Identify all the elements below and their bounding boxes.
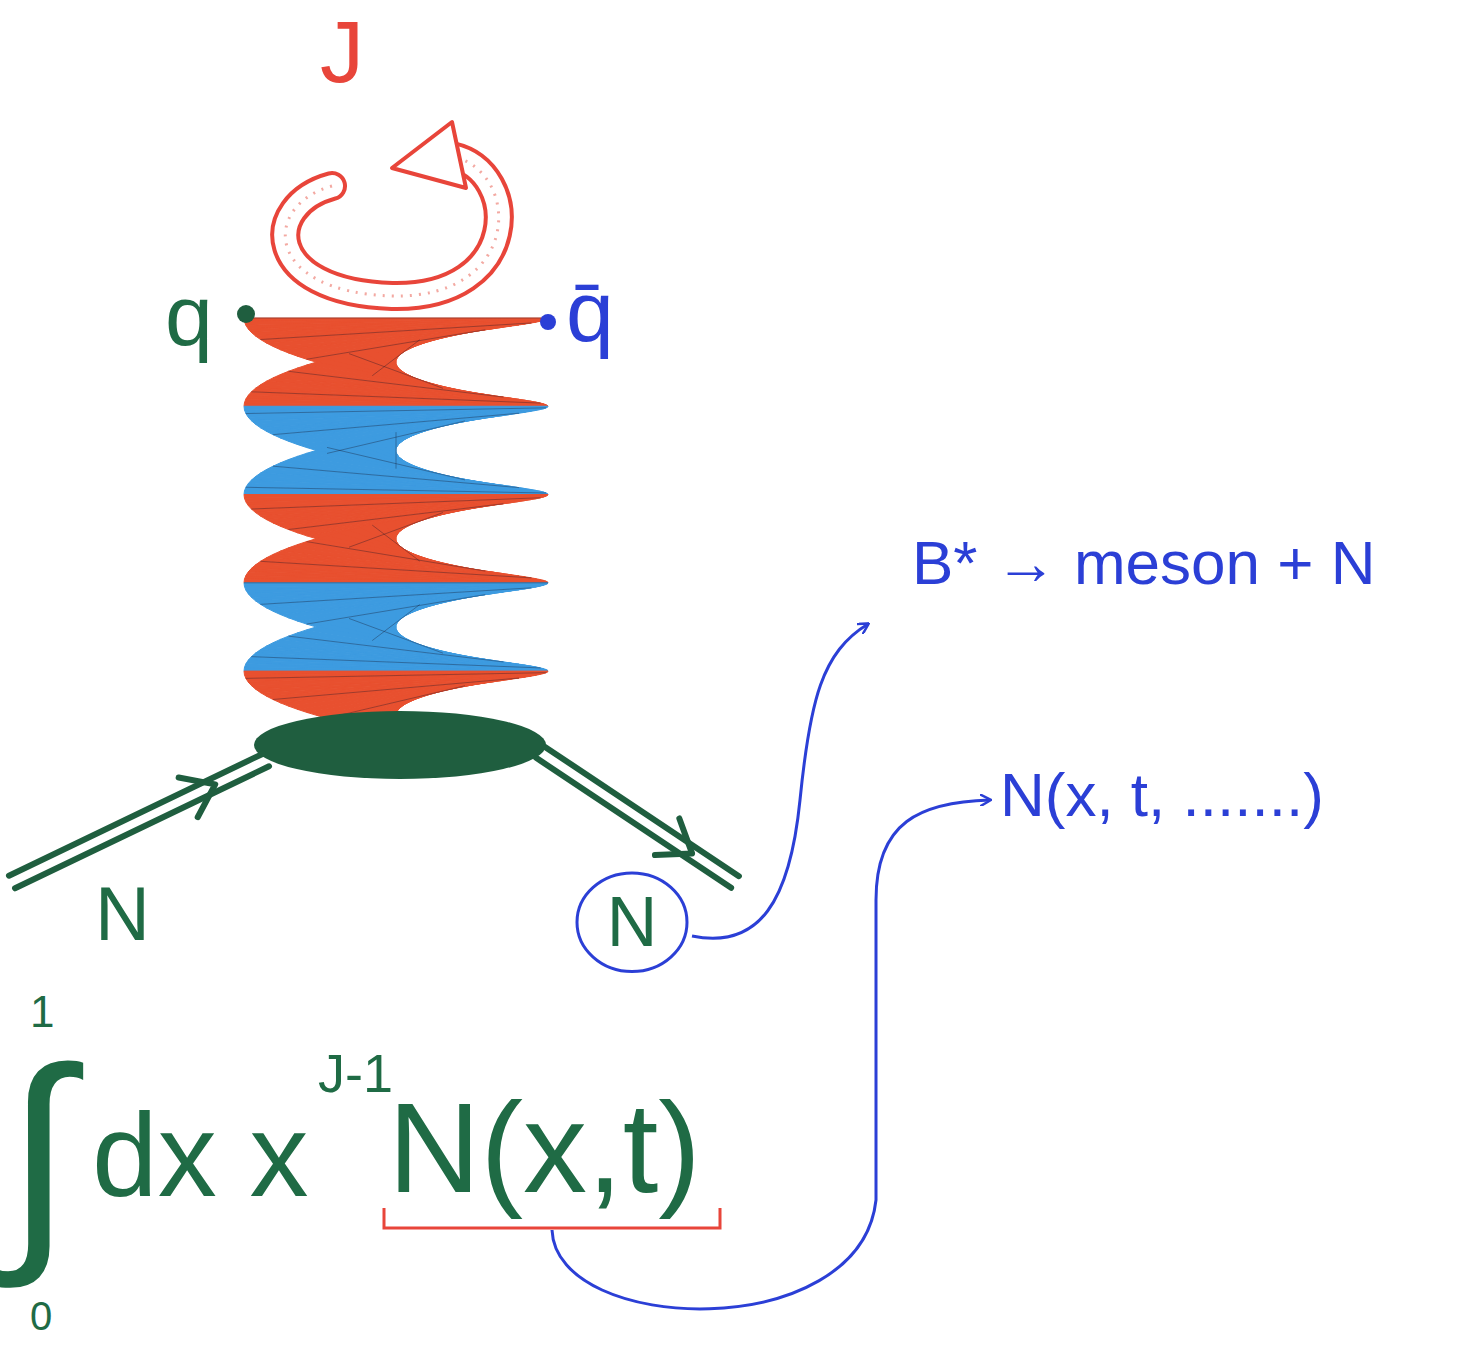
pointer-arrow — [552, 800, 990, 1309]
helix-grid-line — [372, 605, 420, 641]
helix-grid-line — [251, 392, 540, 403]
helix-grid-line — [289, 504, 504, 530]
antiquark-label: q̄ — [566, 268, 614, 354]
helix-grid-line — [372, 340, 420, 376]
pointer-arrow — [692, 624, 868, 938]
helix-grid-line — [246, 408, 546, 414]
helix-grid-line — [273, 413, 519, 434]
helix-grid-line — [261, 588, 532, 605]
integral-upper-limit: 1 — [30, 990, 54, 1034]
nucleon-line — [9, 754, 263, 876]
node-ellipse — [577, 873, 687, 972]
integral-sign: ∫ — [6, 1034, 72, 1274]
helix-ribbon — [244, 579, 548, 583]
formula-text: dx x — [92, 1096, 308, 1214]
helix-grid-line — [244, 582, 548, 583]
nucleon-label: N — [95, 876, 150, 952]
helix-grid-line — [246, 673, 546, 679]
rotation-arrow-fill — [285, 156, 498, 296]
circled-nucleon: N — [574, 870, 690, 975]
nucleon-line — [536, 758, 731, 888]
helix-grid-line — [244, 318, 548, 319]
helix-ribbon — [244, 667, 548, 671]
helix-grid-line — [307, 542, 486, 572]
nucleon-arrowhead — [179, 778, 216, 818]
rotation-arrow-outline — [285, 156, 498, 296]
vertex-blob — [254, 711, 546, 779]
helix-grid-line — [327, 447, 465, 480]
helix-ribbon — [244, 403, 548, 407]
helix-ribbon — [244, 491, 548, 495]
helix-grid-line — [251, 498, 540, 509]
helix-grid-line — [349, 354, 443, 389]
formula-exponent: J-1 — [318, 1046, 393, 1100]
rotation-arrowhead — [392, 122, 466, 188]
quark-label: q — [165, 272, 213, 358]
nucleon-arrowhead — [655, 818, 692, 855]
node-label: N — [607, 887, 658, 957]
spin-label: J — [320, 8, 364, 96]
helix-ribbon — [244, 399, 547, 405]
helix-grid-line — [349, 513, 443, 548]
helix-grid-line — [289, 636, 504, 662]
nucleon-lines — [9, 746, 739, 888]
helix-grid-line — [289, 371, 504, 397]
antiquark-dot — [540, 314, 556, 330]
helix-ribbon — [244, 664, 547, 670]
helix-grid-line — [307, 330, 486, 360]
decay-note: B* → meson + N — [912, 532, 1375, 594]
rotation-arrow-dots — [285, 156, 498, 296]
helix-grid-line — [273, 678, 519, 699]
helix-grid-line — [246, 487, 546, 493]
function-note: N(x, t, .......) — [1000, 764, 1324, 826]
quark-dot — [237, 305, 255, 323]
helix-grid-line — [261, 323, 532, 340]
helix-grid-line — [273, 466, 519, 487]
nucleon-line — [15, 766, 269, 888]
helix-grid-line — [372, 525, 420, 561]
helix-grid-line — [349, 618, 443, 653]
helix-grid-line — [251, 657, 540, 668]
helix-grid-line — [261, 561, 532, 578]
helix-grid-line — [307, 595, 486, 625]
helix-ribbon — [244, 487, 547, 493]
integral-lower-limit: 0 — [30, 1296, 52, 1336]
string-helix — [244, 318, 548, 733]
formula-text: N(x,t) — [388, 1084, 701, 1212]
nucleon-line — [544, 746, 739, 876]
